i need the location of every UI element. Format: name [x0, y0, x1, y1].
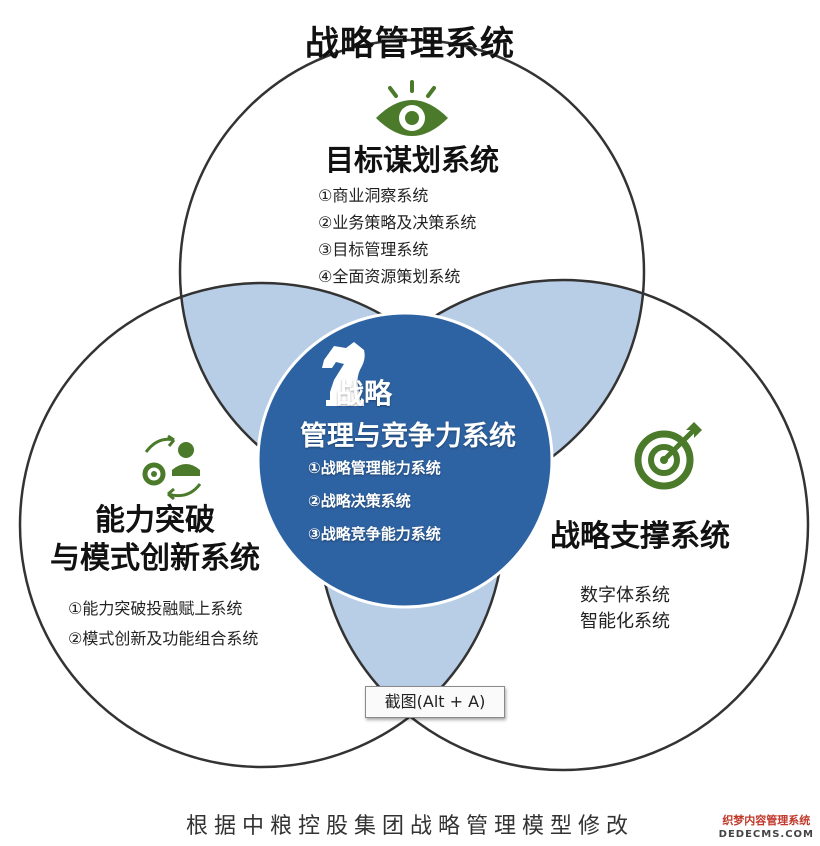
list-item: ③目标管理系统 [318, 240, 429, 259]
watermark: 织梦内容管理系统 DEDECMS.COM [719, 814, 814, 842]
left-heading-line1: 能力突破 [95, 503, 215, 538]
list-item: ①商业洞察系统 [318, 186, 429, 205]
list-item: ②战略决策系统 [308, 492, 411, 510]
list-item: ①能力突破投融赋上系统 [68, 599, 243, 618]
right-heading: 战略支撑系统 [550, 519, 730, 554]
screenshot-tooltip: 截图(Alt + A) [365, 686, 505, 718]
list-item: ②模式创新及功能组合系统 [68, 629, 259, 648]
list-item: 智能化系统 [580, 611, 670, 632]
left-heading-line2: 与模式创新系统 [50, 540, 260, 576]
left-section: 能力突破 与模式创新系统 [30, 502, 280, 577]
right-items: 数字体系统 智能化系统 [580, 583, 670, 635]
list-item: ②业务策略及决策系统 [318, 213, 477, 232]
center-circle [256, 311, 554, 609]
process-people-icon [142, 434, 202, 501]
target-icon [634, 422, 702, 490]
eye-icon [376, 80, 448, 136]
watermark-line2: DEDECMS.COM [718, 829, 814, 840]
watermark-line1: 织梦内容管理系统 [722, 814, 811, 827]
chess-knight-icon [322, 342, 365, 406]
left-items: ①能力突破投融赋上系统 ②模式创新及功能组合系统 [68, 594, 258, 654]
top-section: 目标谋划系统 [262, 142, 562, 178]
list-item: ④全面资源策划系统 [318, 267, 461, 286]
top-items: ①商业洞察系统 ②业务策略及决策系统 ③目标管理系统 ④全面资源策划系统 [318, 182, 476, 290]
list-item: ③战略竞争能力系统 [308, 525, 441, 543]
page-title: 战略管理系统 [305, 24, 515, 64]
list-item: ①战略管理能力系统 [308, 459, 441, 477]
center-section: 战略 管理与竞争力系统 [258, 372, 558, 453]
list-item: 数字体系统 [580, 585, 670, 606]
top-heading: 目标谋划系统 [324, 143, 499, 177]
center-items: ①战略管理能力系统 ②战略决策系统 ③战略竞争能力系统 [308, 452, 441, 551]
center-heading-line2: 管理与竞争力系统 [300, 421, 516, 452]
figure-caption: 根据中粮控股集团战略管理模型修改 [185, 814, 634, 839]
center-heading-line1: 战略 [336, 377, 393, 410]
right-section: 战略支撑系统 [520, 518, 760, 556]
